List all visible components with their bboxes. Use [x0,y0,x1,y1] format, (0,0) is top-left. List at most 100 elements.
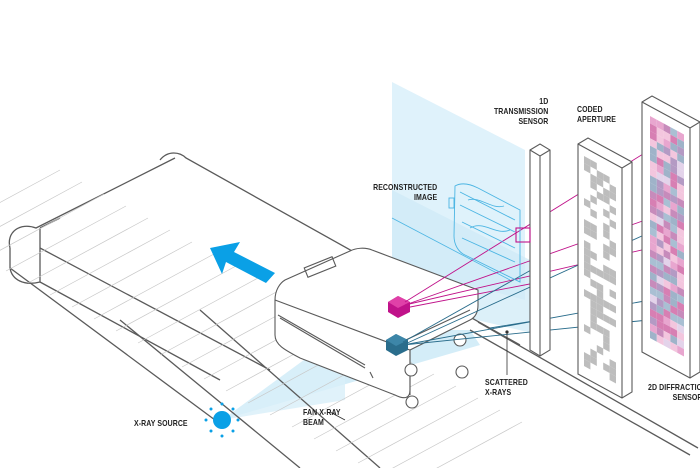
label-diffraction-sensor: 2D DIFFRACTION SENSOR [648,382,700,402]
belt-slat [392,409,501,468]
aperture-cell [603,229,610,240]
diffraction-cell [677,227,684,239]
diffraction-cell [650,197,657,209]
conveyor-belt [0,152,699,468]
diffraction-cell [663,271,671,283]
diffraction-cell [650,123,657,135]
diffraction-cell [656,201,664,213]
aperture-cell [609,219,616,230]
diffraction-cell [656,134,664,146]
label-line: 2D DIFFRACTION [648,382,700,392]
diffraction-cell [670,252,678,264]
diffraction-cell [677,338,684,350]
diffraction-cell [663,323,671,335]
diffraction-cell [650,308,657,320]
aperture-cell [590,320,597,331]
aperture-cell [596,345,604,356]
aperture-cell [590,299,597,310]
label-transmission-sensor: 1D TRANSMISSION SENSOR [494,96,548,126]
diffraction-cell [656,312,664,324]
label-fan-beam: FAN X-RAY BEAM [303,407,341,427]
belt-slat [357,397,479,464]
aperture-cell [584,156,591,167]
aperture-cell [590,278,597,289]
diffraction-cell [663,138,671,150]
aperture-cell [609,247,616,258]
diffraction-cell [656,297,664,309]
diffraction-cell [663,175,671,187]
diffraction-cell [670,171,678,183]
belt-slat [27,217,149,284]
leader-lines [329,330,509,421]
belt-slat [436,421,523,468]
diffraction-cell [656,334,664,346]
diffraction-cell [677,345,684,357]
diffraction-cell [650,256,657,268]
diffraction-cell [663,204,671,216]
diffraction-cell [663,182,671,194]
aperture-cell [603,327,610,338]
label-line: SENSOR [672,392,700,402]
diffraction-cell [656,156,664,168]
diffraction-cell [670,341,678,353]
diffraction-cell [670,186,678,198]
diffraction-cell [650,160,657,172]
diffraction-cell [650,167,657,179]
diffraction-cell [670,245,678,257]
label-line: SCATTERED [485,377,528,387]
label-line: SENSOR [518,116,548,126]
aperture-cell [590,292,597,303]
aperture-cell [609,366,616,377]
aperture-cell [596,177,604,188]
diffraction-cell [670,289,678,301]
diffraction-cell [670,312,678,324]
diffraction-cell [677,241,684,253]
diffraction-cell [650,330,657,342]
aperture-cell [596,296,604,307]
diffraction-cell [650,130,657,142]
diffraction-cell [663,219,671,231]
diffraction-cell [670,141,678,153]
aperture-cell [609,268,616,279]
diffraction-cell [650,182,657,194]
diffraction-cell [670,193,678,205]
diffraction-cell [663,338,671,350]
diffraction-cell [677,249,684,261]
diffraction-cell [677,130,684,142]
diffraction-cell [670,238,678,250]
aperture-cell [584,247,591,258]
aperture-cell [584,254,591,265]
belt-slat [159,289,281,356]
diffraction-cell [650,227,657,239]
label-coded-aperture: CODED APERTURE [577,104,616,124]
diffraction-cell [670,275,678,287]
diffraction-cell [656,267,664,279]
belt-slat [71,241,193,308]
diffraction-cell [677,138,684,150]
diffraction-cell [656,141,664,153]
diffraction-cell [670,201,678,213]
diffraction-cell [677,256,684,268]
diffraction-cell [677,286,684,298]
diffraction-cell [656,215,664,227]
label-line: IMAGE [413,192,437,202]
diffraction-cell [677,190,684,202]
aperture-cell [590,313,597,324]
aperture-cell [603,271,610,282]
aperture-cell [590,159,597,170]
diffraction-cell [670,127,678,139]
diffraction-cell [677,145,684,157]
diffraction-cell [677,278,684,290]
diffraction-cell [677,315,684,327]
diffraction-cell [663,308,671,320]
diffraction-cell [677,234,684,246]
aperture-cell [584,226,591,237]
label-line: FAN X-RAY [303,407,341,417]
diffraction-cell [670,134,678,146]
diffraction-cell [670,297,678,309]
diffraction-cell [650,301,657,313]
belt-slat [0,193,105,251]
belt-slat [49,229,171,296]
diffraction-cell [650,153,657,165]
